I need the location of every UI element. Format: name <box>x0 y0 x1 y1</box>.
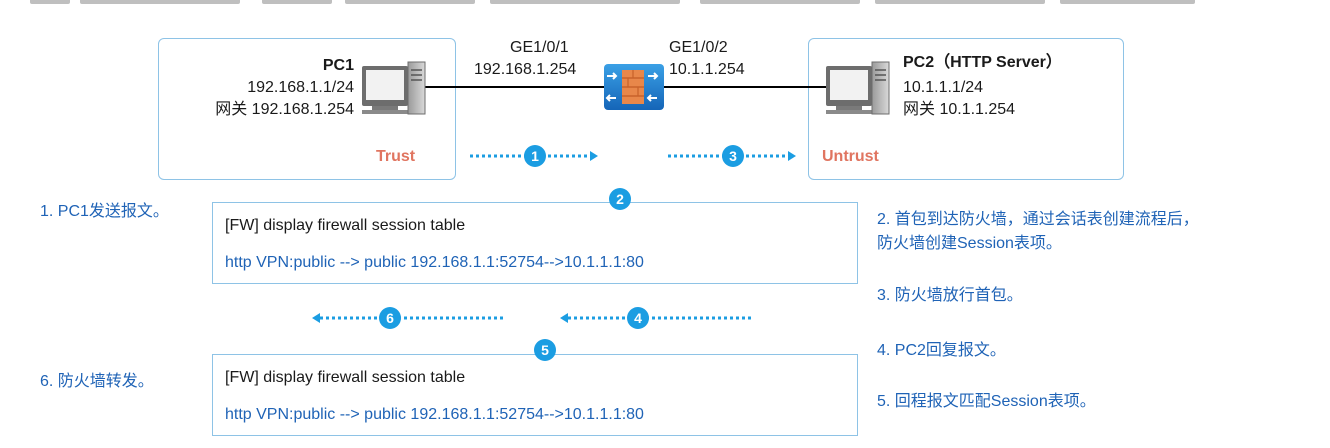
svg-text:2: 2 <box>616 191 624 207</box>
firewall-port2-name: GE1/0/2 <box>669 39 728 56</box>
firewall-port1-ip: 192.168.1.254 <box>474 61 577 78</box>
svg-text:4: 4 <box>634 310 642 326</box>
session-table-top: [FW] display firewall session table http… <box>212 202 858 284</box>
trust-zone-box <box>158 38 456 180</box>
untrust-zone-label: Untrust <box>822 148 879 165</box>
pc1-name: PC1 <box>322 57 354 74</box>
svg-text:1: 1 <box>531 148 539 164</box>
firewall-port2-ip: 10.1.1.254 <box>669 61 745 78</box>
arrow-step-4 <box>560 313 752 323</box>
note-step-1: 1. PC1发送报文。 <box>40 203 169 220</box>
pc1-computer-icon <box>362 61 426 115</box>
svg-text:5: 5 <box>541 342 549 358</box>
trust-zone-label: Trust <box>376 148 416 165</box>
cropped-text-line <box>0 0 1330 6</box>
badge-step-4: 4 <box>627 307 649 329</box>
session-entry-bottom: http VPN:public --> public 192.168.1.1:5… <box>225 406 644 423</box>
note-step-3: 3. 防火墙放行首包。 <box>877 287 1023 304</box>
arrow-step-6 <box>312 313 506 323</box>
session-table-bottom: [FW] display firewall session table http… <box>212 354 858 436</box>
pc2-computer-icon <box>826 61 890 115</box>
firewall-port1-name: GE1/0/1 <box>510 39 569 56</box>
note-step-4: 4. PC2回复报文。 <box>877 342 1006 359</box>
note-step-2-line2: 防火墙创建Session表项。 <box>877 235 1062 252</box>
pc2-ip: 10.1.1.1/24 <box>903 79 984 96</box>
session-entry-top: http VPN:public --> public 192.168.1.1:5… <box>225 254 644 271</box>
note-step-5: 5. 回程报文匹配Session表项。 <box>877 393 1096 410</box>
badge-step-5: 5 <box>534 339 556 361</box>
pc1-ip: 192.168.1.1/24 <box>247 79 354 96</box>
svg-text:3: 3 <box>729 148 737 164</box>
firewall-icon <box>604 64 664 110</box>
badge-step-6: 6 <box>379 307 401 329</box>
svg-text:6: 6 <box>386 310 394 326</box>
note-step-2-line1: 2. 首包到达防火墙，通过会话表创建流程后， <box>877 211 1199 228</box>
session-command-bottom: [FW] display firewall session table <box>225 369 466 386</box>
note-step-6: 6. 防火墙转发。 <box>40 373 154 390</box>
pc2-name: PC2（HTTP Server） <box>903 54 1062 71</box>
session-command-top: [FW] display firewall session table <box>225 217 466 234</box>
pc2-gateway: 网关 10.1.1.254 <box>903 101 1016 118</box>
pc1-gateway: 网关 192.168.1.254 <box>215 101 354 118</box>
badge-step-1: 1 <box>524 145 546 167</box>
badge-step-2: 2 <box>609 188 631 210</box>
badge-step-3: 3 <box>722 145 744 167</box>
